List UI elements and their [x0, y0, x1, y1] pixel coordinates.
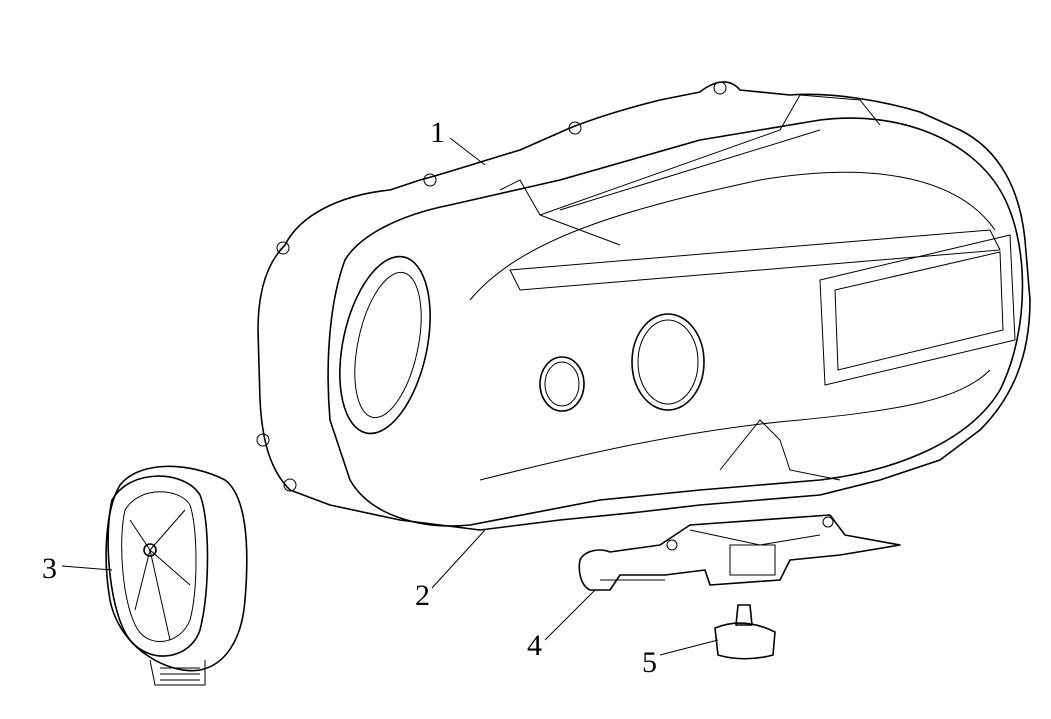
- air-filter-part-3: [105, 465, 248, 686]
- callout-5: 5: [642, 646, 657, 679]
- rubber-mount-part-5: [714, 604, 776, 660]
- bracket-part-4: [578, 514, 901, 591]
- callout-1: 1: [430, 116, 445, 149]
- callout-4: 4: [527, 629, 542, 662]
- leader-lines: [61, 137, 719, 656]
- gasket-part-1: [256, 81, 1031, 531]
- callout-3: 3: [42, 552, 57, 585]
- crankcase-cover-part-2: [327, 94, 1024, 527]
- callout-2: 2: [415, 579, 430, 612]
